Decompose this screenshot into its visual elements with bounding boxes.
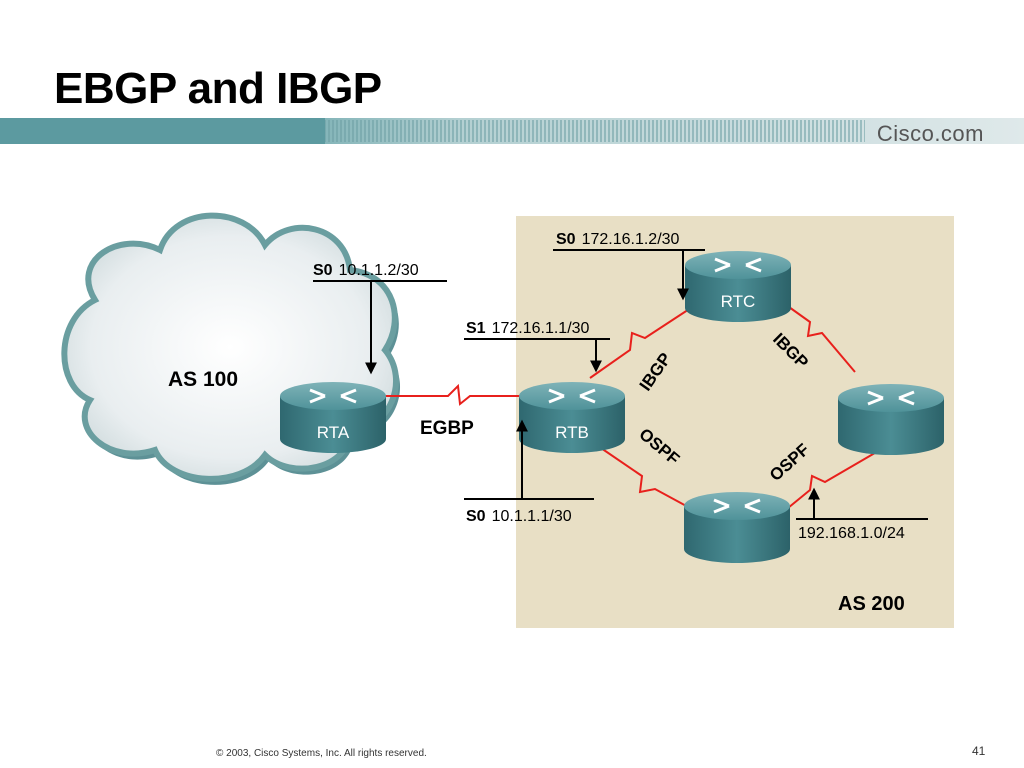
- title-banner: [0, 118, 1024, 144]
- copyright-footer: © 2003, Cisco Systems, Inc. All rights r…: [216, 748, 427, 759]
- link-rta-rtb: [385, 383, 520, 406]
- router-rte: [684, 492, 790, 563]
- link-rtb-rtc: [589, 301, 701, 379]
- router-rtd: [838, 384, 944, 455]
- link-rte-rtd: [787, 449, 881, 509]
- link-rtb-rte: [597, 445, 691, 509]
- rtb-s1-name: S1: [466, 320, 486, 337]
- link-rtc-rtd: [781, 301, 856, 373]
- callout-rtb-s1: S1 172.16.1.1/30: [464, 320, 610, 373]
- rtc-s0-name: S0: [556, 231, 576, 248]
- page-title: EBGP and IBGP: [54, 64, 382, 113]
- links: [385, 301, 881, 509]
- callout-rte-network: 192.168.1.0/24: [796, 487, 928, 542]
- router-rtc-label: RTC: [721, 292, 756, 311]
- link-label-egbp: EGBP: [420, 418, 474, 439]
- router-rta: RTA: [280, 382, 386, 453]
- as100-label: AS 100: [168, 368, 238, 391]
- cisco-logo: Cisco.com: [876, 121, 984, 146]
- rta-s0-name: S0: [313, 262, 333, 279]
- router-rtb: RTB: [519, 382, 625, 453]
- callout-rta-s0: S0 10.1.1.2/30: [313, 262, 447, 375]
- rta-s0-address: 10.1.1.2/30: [339, 262, 419, 279]
- rtb-s1-address: 172.16.1.1/30: [492, 320, 590, 337]
- rtc-s0-address: 172.16.1.2/30: [582, 231, 680, 248]
- callout-rtb-s0: S0 10.1.1.1/30: [464, 419, 594, 525]
- as200-label: AS 200: [838, 593, 905, 615]
- router-rtc: RTC: [685, 251, 791, 322]
- callout-rtc-s0: S0 172.16.1.2/30: [553, 231, 705, 301]
- router-rta-label: RTA: [317, 423, 350, 442]
- rtb-s0-name: S0: [466, 508, 486, 525]
- router-rtb-label: RTB: [555, 423, 589, 442]
- rtb-s0-address: 10.1.1.1/30: [492, 508, 572, 525]
- page-number: 41: [972, 744, 986, 758]
- rte-network-address: 192.168.1.0/24: [798, 525, 905, 542]
